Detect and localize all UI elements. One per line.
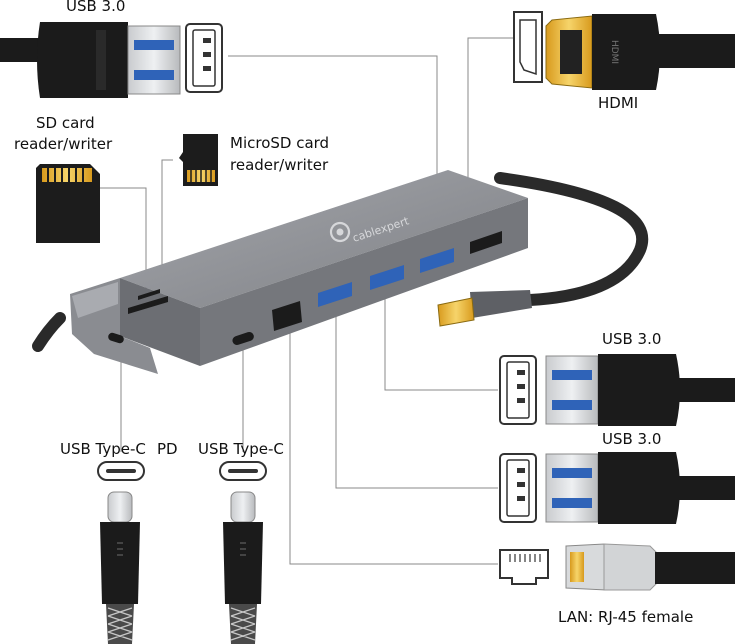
port-usb-1-on-hub xyxy=(318,282,352,307)
port-hdmi-on-hub xyxy=(470,231,502,254)
label-pd: PD xyxy=(157,440,178,458)
rj45-plug-icon xyxy=(565,543,735,591)
usb-c-port-icon xyxy=(219,461,267,481)
label-sd-2: reader/writer xyxy=(14,135,113,153)
label-usbc-pd: USB Type-C xyxy=(60,440,146,458)
hub-device xyxy=(70,170,528,374)
brand-logo xyxy=(329,221,351,243)
label-microsd-2: reader/writer xyxy=(230,156,329,174)
leader-usb-right-1 xyxy=(384,284,498,391)
usb-a-plug-icon-right-1 xyxy=(545,354,735,426)
label-microsd-1: MicroSD card xyxy=(230,134,330,152)
port-microsd-slot xyxy=(138,289,160,300)
label-hdmi: HDMI xyxy=(598,94,639,112)
usb-c-port-icon-pd xyxy=(97,461,145,481)
label-usbc: USB Type-C xyxy=(198,440,284,458)
label-usb-right-2: USB 3.0 xyxy=(602,430,662,448)
port-usb-2-on-hub xyxy=(370,265,404,290)
usb-c-plug-icon-pd xyxy=(100,491,140,644)
port-rj45-on-hub xyxy=(272,301,302,331)
microsd-card-icon xyxy=(179,134,218,186)
usb-a-plug-icon xyxy=(0,22,181,98)
label-sd-1: SD card xyxy=(36,114,95,132)
port-sd-slot xyxy=(128,296,168,314)
usb-a-port-icon-right-2 xyxy=(499,453,537,523)
usb-a-port-icon xyxy=(185,23,223,93)
leader-usb-right-2 xyxy=(335,310,498,489)
leader-sd xyxy=(100,187,147,302)
hdmi-plug-icon xyxy=(545,14,735,90)
hdmi-cable-print: HDMI xyxy=(609,40,619,64)
usb-a-plug-icon-right-2 xyxy=(545,452,735,524)
rj45-port-icon xyxy=(499,549,549,585)
leader-microsd xyxy=(161,159,173,290)
port-usbc-pd-on-hub xyxy=(108,332,124,344)
port-usb-3-on-hub xyxy=(420,248,454,273)
label-lan: LAN: RJ-45 female xyxy=(558,608,694,626)
usb-c-plug-icon xyxy=(223,491,263,644)
hub-cable xyxy=(32,172,649,352)
label-usb-top: USB 3.0 xyxy=(66,0,126,15)
leader-hdmi xyxy=(467,37,514,242)
label-usb-right-1: USB 3.0 xyxy=(602,330,662,348)
hdmi-port-icon xyxy=(513,11,543,83)
port-usbc-on-hub xyxy=(232,331,254,345)
usb-a-port-icon-right-1 xyxy=(499,355,537,425)
leader-lan xyxy=(289,325,498,565)
sd-card-icon xyxy=(36,164,100,243)
